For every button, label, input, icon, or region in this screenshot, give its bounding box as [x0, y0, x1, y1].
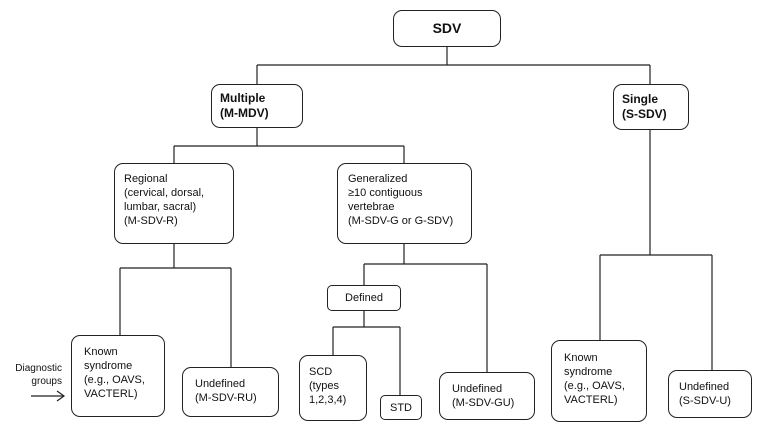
- node-single-line-1: Single: [622, 92, 659, 106]
- node-generalized-line-3: vertebrae: [348, 201, 395, 213]
- diagnostic-groups-legend: Diagnostic groups: [2, 362, 62, 388]
- node-sdv-label: SDV: [432, 20, 462, 36]
- legend-line-1: Diagnostic: [15, 363, 62, 374]
- known-syndrome-regional-line-1: Known: [84, 346, 118, 358]
- node-known-syndrome-regional: Known syndrome (e.g., OAVS, VACTERL): [71, 335, 165, 417]
- node-defined-label: Defined: [345, 292, 383, 304]
- node-regional: Regional (cervical, dorsal, lumbar, sacr…: [114, 163, 234, 244]
- node-regional-line-1: Regional: [124, 173, 168, 185]
- node-generalized-line-2: ≥10 contiguous: [348, 187, 423, 199]
- known-syndrome-regional-line-4: VACTERL): [84, 388, 138, 400]
- node-defined: Defined: [327, 285, 401, 311]
- node-generalized-line-4: (M-SDV-G or G-SDV): [348, 215, 454, 227]
- known-syndrome-regional-line-2: syndrome: [84, 360, 133, 372]
- undefined-regional-line-1: Undefined: [195, 378, 246, 390]
- known-syndrome-single-line-4: VACTERL): [564, 394, 618, 406]
- node-sdv: SDV: [393, 10, 501, 47]
- node-scd-line-2: (types: [309, 380, 339, 392]
- node-undefined-regional: Undefined (M-SDV-RU): [182, 367, 279, 417]
- node-undefined-single: Undefined (S-SDV-U): [668, 370, 752, 418]
- undefined-single-line-2: (S-SDV-U): [679, 395, 731, 407]
- known-syndrome-regional-line-3: (e.g., OAVS,: [84, 374, 145, 386]
- undefined-single-line-1: Undefined: [679, 381, 730, 393]
- node-regional-line-2: (cervical, dorsal,: [124, 187, 205, 199]
- node-multiple: Multiple (M-MDV): [211, 84, 303, 128]
- node-multiple-line-1: Multiple: [220, 91, 266, 105]
- node-multiple-line-2: (M-MDV): [220, 106, 269, 120]
- known-syndrome-single-line-3: (e.g., OAVS,: [564, 380, 625, 392]
- legend-line-2: groups: [31, 376, 62, 387]
- node-generalized: Generalized ≥10 contiguous vertebrae (M-…: [337, 163, 472, 244]
- node-scd: SCD (types 1,2,3,4): [299, 355, 367, 421]
- node-scd-line-3: 1,2,3,4): [309, 394, 347, 406]
- node-regional-line-4: (M-SDV-R): [124, 215, 178, 227]
- node-known-syndrome-single: Known syndrome (e.g., OAVS, VACTERL): [551, 340, 647, 422]
- node-scd-line-1: SCD: [309, 366, 333, 378]
- node-generalized-line-1: Generalized: [348, 173, 408, 185]
- node-undefined-generalized: Undefined (M-SDV-GU): [439, 372, 535, 420]
- undefined-generalized-line-1: Undefined: [452, 383, 503, 395]
- node-regional-line-3: lumbar, sacral): [124, 201, 197, 213]
- undefined-generalized-line-2: (M-SDV-GU): [452, 397, 515, 409]
- node-std-label: STD: [390, 401, 412, 414]
- node-single: Single (S-SDV): [613, 84, 689, 130]
- known-syndrome-single-line-1: Known: [564, 352, 598, 364]
- known-syndrome-single-line-2: syndrome: [564, 366, 613, 378]
- node-std: STD: [380, 395, 422, 420]
- undefined-regional-line-2: (M-SDV-RU): [195, 392, 257, 404]
- node-single-line-2: (S-SDV): [622, 107, 667, 121]
